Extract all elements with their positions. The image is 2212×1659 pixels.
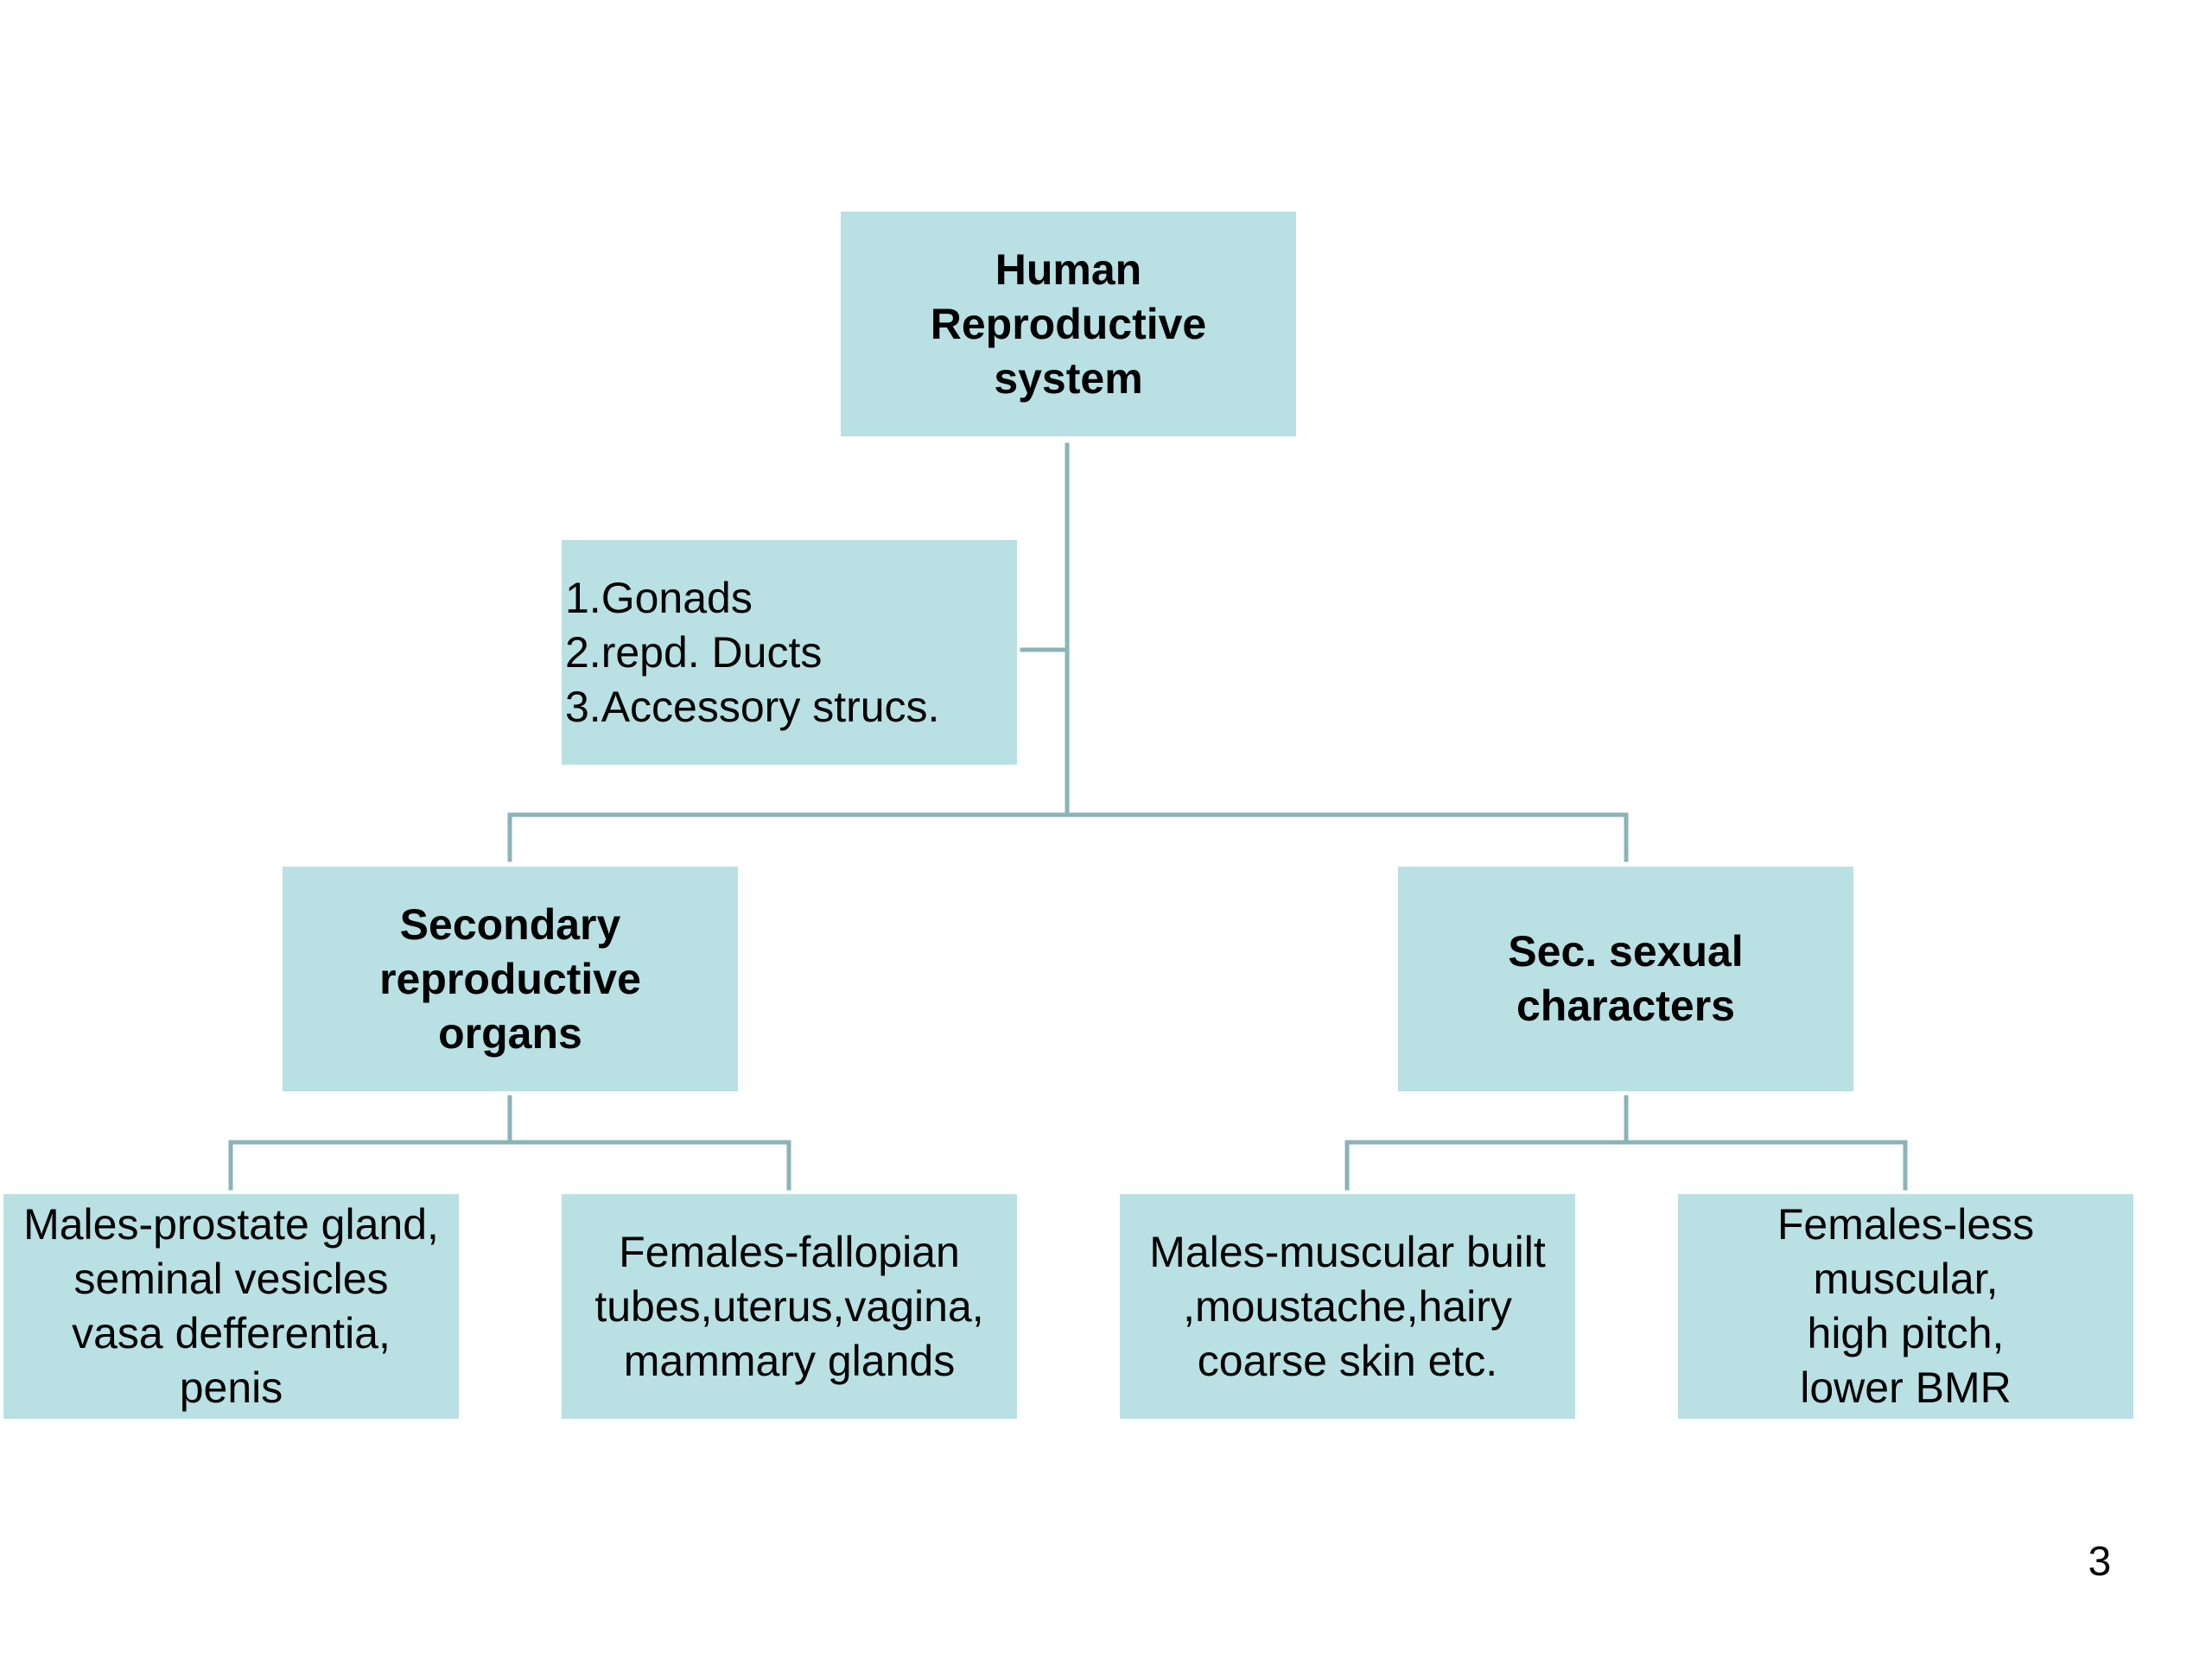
males-organs-line: seminal vesicles [73, 1255, 389, 1303]
females-organs-text: Females-fallopian tubes,uterus,vagina, m… [594, 1225, 983, 1389]
root-line: Human [995, 245, 1142, 294]
males-organs-node: Males-prostate gland, seminal vesicles v… [3, 1194, 459, 1419]
components-item: 1.Gonads [565, 573, 753, 622]
sec-sexual-characters-line: Sec. sexual [1508, 927, 1744, 976]
page-number: 3 [2088, 1539, 2112, 1585]
males-characters-line: ,moustache,hairy [1183, 1281, 1512, 1331]
components-list: 1.Gonads 2.repd. Ducts 3.Accessory struc… [565, 571, 939, 734]
secondary-organs-node: Secondary reproductive organs [283, 867, 738, 1091]
sec-sexual-characters-label: Sec. sexual characters [1508, 925, 1743, 1033]
males-characters-line: Males-muscular built [1149, 1227, 1546, 1276]
males-organs-line: Males-prostate gland, [23, 1200, 439, 1249]
sec-sexual-characters-node: Sec. sexual characters [1398, 867, 1853, 1091]
components-item: 3.Accessory strucs. [565, 682, 940, 731]
root-node-human-reproductive-system: Human Reproductive system [841, 212, 1296, 436]
males-characters-line: coarse skin etc. [1197, 1336, 1498, 1385]
females-characters-text: Females-less muscular, high pitch, lower… [1777, 1198, 2034, 1415]
males-organs-line: vasa defferentia, [72, 1309, 391, 1357]
males-characters-node: Males-muscular built ,moustache,hairy co… [1120, 1194, 1575, 1419]
males-characters-text: Males-muscular built ,moustache,hairy co… [1149, 1225, 1545, 1389]
components-node: 1.Gonads 2.repd. Ducts 3.Accessory struc… [562, 540, 1017, 765]
females-organs-line: tubes,uterus,vagina, [594, 1281, 984, 1331]
root-node-label: Human Reproductive system [931, 243, 1207, 406]
females-characters-line: high pitch, [1807, 1309, 2005, 1357]
males-organs-text: Males-prostate gland, seminal vesicles v… [23, 1198, 439, 1415]
secondary-organs-line: reproductive [379, 954, 641, 1003]
components-item: 2.repd. Ducts [565, 627, 823, 677]
root-line: system [994, 353, 1143, 403]
females-organs-line: mammary glands [623, 1336, 956, 1385]
secondary-organs-line: organs [438, 1008, 582, 1058]
females-characters-line: muscular, [1813, 1255, 1999, 1303]
females-organs-line: Females-fallopian [619, 1227, 960, 1276]
females-characters-line: lower BMR [1800, 1363, 2012, 1412]
sec-sexual-characters-line: characters [1516, 982, 1735, 1030]
females-characters-line: Females-less [1777, 1200, 2035, 1249]
root-line: Reproductive [930, 299, 1207, 348]
secondary-organs-label: Secondary reproductive organs [379, 898, 641, 1061]
females-characters-node: Females-less muscular, high pitch, lower… [1678, 1194, 2133, 1419]
secondary-organs-line: Secondary [399, 899, 621, 949]
females-organs-node: Females-fallopian tubes,uterus,vagina, m… [562, 1194, 1017, 1419]
males-organs-line: penis [179, 1363, 283, 1412]
